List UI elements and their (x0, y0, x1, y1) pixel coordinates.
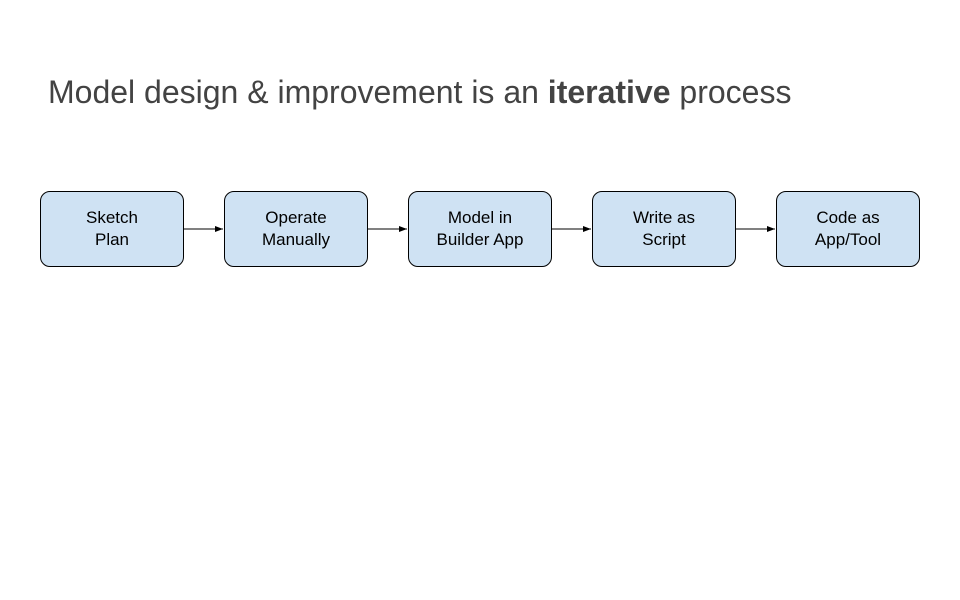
step-label-line1: Model in (447, 208, 513, 227)
title-text-end: process (670, 74, 792, 110)
step-label-line1: Sketch (86, 208, 138, 227)
step-label-line1: Code as (816, 208, 880, 227)
step-write-as-script: Write as Script (592, 191, 736, 267)
step-label-line1: Operate (265, 208, 327, 227)
step-label-line2: Plan (94, 230, 130, 249)
step-label-line2: Builder App (436, 230, 524, 249)
step-label-line2: Manually (261, 230, 331, 249)
step-label-line2: Script (642, 230, 686, 249)
step-label-line1: Write as (632, 208, 696, 227)
step-code-as-app-tool: Code as App/Tool (776, 191, 920, 267)
step-sketch-plan: Sketch Plan (40, 191, 184, 267)
step-operate-manually: Operate Manually (224, 191, 368, 267)
step-label-line2: App/Tool (814, 230, 882, 249)
step-model-in-builder-app: Model in Builder App (408, 191, 552, 267)
slide-title: Model design & improvement is an iterati… (48, 72, 791, 112)
title-emphasis: iterative (547, 74, 671, 110)
title-text: Model design & improvement is an (48, 74, 548, 110)
